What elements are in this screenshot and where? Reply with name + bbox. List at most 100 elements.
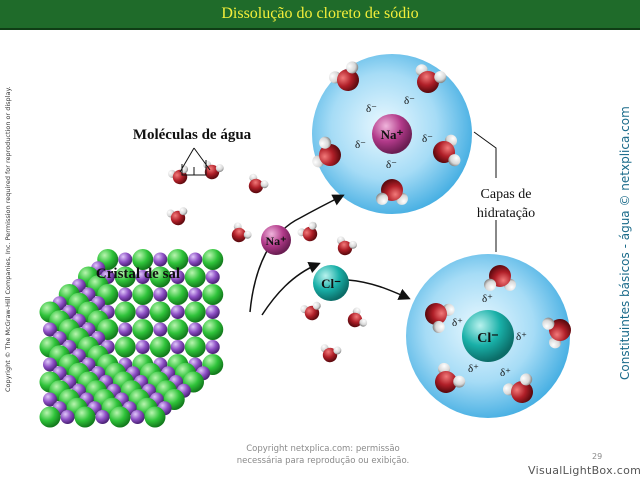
sodium-lattice-atom: [170, 340, 185, 354]
sodium-lattice-atom: [170, 270, 185, 284]
partial-charge-pos-3: δ⁺: [516, 331, 527, 343]
hydrogen-atom: [520, 373, 533, 386]
title-bar: Dissolução do cloreto de sódio: [0, 0, 640, 30]
hydrogen-atom: [376, 192, 389, 205]
sodium-lattice-atom: [188, 252, 203, 267]
oxygen-atom: [548, 318, 572, 342]
footer-note-line2: necessária para reprodução ou exibição.: [236, 456, 410, 466]
credit-vertical-text: Constituintes básicos - água © netxplica…: [618, 106, 632, 380]
hydrogen-atom: [346, 61, 359, 74]
hydrogen-atom: [308, 221, 317, 230]
oxygen-atom: [231, 227, 247, 243]
oxygen-atom: [302, 226, 318, 242]
chloride-lattice-atom: [109, 406, 131, 428]
hydrogen-atom: [179, 207, 188, 216]
water-molecule: [502, 373, 534, 404]
salt-crystal: [39, 249, 224, 428]
page-number: 29: [592, 452, 603, 461]
hydration-leader-top: [473, 131, 497, 178]
footer-note-line1: Copyright netxplica.com: permissão: [246, 444, 400, 454]
salt-crystal-label: Cristal de sal: [96, 266, 180, 282]
diagram-canvas: Na⁺ Cl⁻ Na⁺ Cl⁻ δ⁻ δ⁻ δ⁻ δ⁻ δ⁻ δ⁺ δ⁺ δ⁺ …: [39, 54, 572, 428]
sodium-lattice-atom: [188, 287, 203, 302]
partial-charge-pos-1: δ⁺: [482, 293, 493, 305]
chloride-lattice-atom: [184, 301, 206, 323]
watermark: VisualLightBox.com: [528, 464, 640, 477]
oxygen-atom: [337, 240, 353, 256]
chloride-ion-free: Cl⁻: [313, 265, 349, 301]
partial-charge-pos-4: δ⁺: [468, 363, 479, 375]
sodium-lattice-atom: [205, 270, 220, 284]
hydrogen-atom: [542, 317, 555, 330]
sodium-ion-hydrated: Na⁺: [372, 114, 412, 154]
water-molecule: [424, 302, 455, 334]
partial-charge-neg-4: δ⁻: [422, 133, 433, 145]
water-molecule: [320, 344, 342, 363]
oxygen-atom: [336, 68, 360, 92]
chloride-ion-hydrated-label: Cl⁻: [477, 331, 498, 346]
water-molecule: [484, 265, 516, 291]
water-molecules: [166, 61, 572, 404]
sodium-lattice-atom: [205, 305, 220, 319]
chloride-lattice-atom: [167, 284, 189, 305]
footer-note: Copyright netxplica.com: permissão neces…: [228, 443, 418, 467]
water-molecule: [434, 362, 466, 394]
water-molecules-label: Moléculas de água: [133, 127, 252, 143]
chloride-lattice-atom: [114, 301, 136, 323]
hydrogen-atom: [312, 301, 321, 310]
hydrogen-atom: [453, 375, 466, 388]
sodium-lattice-atom: [205, 340, 220, 354]
sodium-lattice-atom: [60, 410, 75, 424]
hydrogen-atom: [349, 240, 358, 249]
chloride-lattice-atom: [202, 249, 224, 270]
hydration-label-line2: hidratação: [477, 206, 535, 221]
sodium-lattice-atom: [118, 252, 133, 267]
oxygen-atom: [416, 70, 440, 94]
hydrogen-atom: [359, 318, 368, 327]
water-molecule: [328, 61, 360, 92]
oxygen-atom: [318, 143, 342, 167]
hydrogen-atom: [484, 278, 497, 291]
chloride-lattice-atom: [144, 406, 166, 428]
hydrogen-atom: [432, 320, 445, 334]
water-molecule: [376, 179, 408, 205]
hydrogen-atom: [448, 154, 461, 167]
sodium-lattice-atom: [188, 322, 203, 337]
hydrogen-atom: [260, 180, 269, 189]
water-molecule: [336, 236, 358, 256]
chloride-lattice-atom: [39, 406, 61, 428]
partial-charge-pos-5: δ⁺: [500, 367, 511, 379]
water-molecule: [432, 134, 461, 167]
sodium-lattice-atom: [118, 322, 133, 337]
sodium-lattice-atom: [135, 270, 150, 284]
water-molecule: [415, 64, 447, 94]
sodium-ion-free-label: Na⁺: [266, 234, 287, 248]
chloride-lattice-atom: [132, 249, 154, 270]
sodium-lattice-atom: [43, 357, 57, 372]
chloride-lattice-atom: [114, 336, 136, 358]
chloride-lattice-atom: [184, 266, 206, 288]
water-molecule: [300, 301, 321, 321]
water-molecule: [347, 307, 368, 328]
water-leader-left: [179, 147, 195, 173]
water-molecule: [203, 160, 224, 180]
chloride-lattice-atom: [132, 284, 154, 305]
sodium-ion-hydrated-label: Na⁺: [381, 127, 404, 142]
chloride-lattice-atom: [167, 319, 189, 340]
sodium-lattice-atom: [130, 410, 145, 424]
chloride-ion-hydrated: Cl⁻: [462, 310, 514, 362]
dissolution-arrow-chloride-to-shell: [347, 279, 411, 300]
dissolution-arrow-chloride: [261, 261, 321, 316]
oxygen-atom: [434, 370, 458, 394]
oxygen-atom: [347, 312, 363, 328]
hydration-label-line1: Capas de: [481, 187, 532, 202]
water-molecule: [166, 207, 188, 226]
chloride-lattice-atom: [74, 406, 96, 428]
water-leader-right: [193, 147, 211, 171]
dissolution-arrow-sodium: [249, 194, 345, 313]
sodium-lattice-atom: [43, 322, 57, 337]
sodium-lattice-atom: [135, 305, 150, 319]
water-molecule: [248, 173, 269, 194]
water-molecule: [297, 221, 318, 242]
chloride-lattice-atom: [132, 319, 154, 340]
